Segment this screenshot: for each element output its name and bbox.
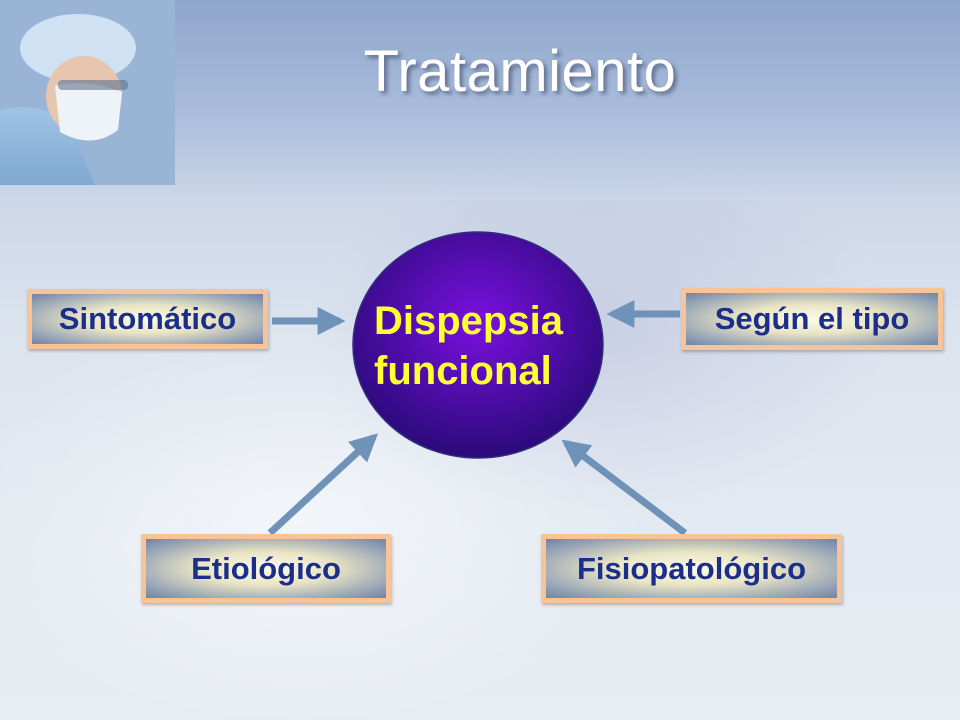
slide-title: Tratamiento [363,39,677,104]
box-etiologico-label: Etiológico [191,550,341,586]
box-segun-el-tipo: Según el tipo [681,288,943,350]
center-label: Dispepsia funcional [374,296,604,396]
box-sintomatico-label: Sintomático [58,301,237,336]
box-sintomatico: Sintomático [27,289,268,349]
surgeon-photo [0,0,175,185]
arrow-fisiopatologico [561,439,688,536]
box-fisiopatologico-label: Fisiopatológico [576,550,807,586]
box-etiologico: Etiológico [141,534,391,603]
center-label-line2: funcional [374,349,552,393]
arrow-etiologico [267,433,379,536]
center-circle [352,231,604,459]
box-fisiopatologico: Fisiopatológico [541,534,842,603]
box-segun-el-tipo-label: Según el tipo [714,301,910,336]
center-label-line1: Dispepsia [374,299,563,343]
